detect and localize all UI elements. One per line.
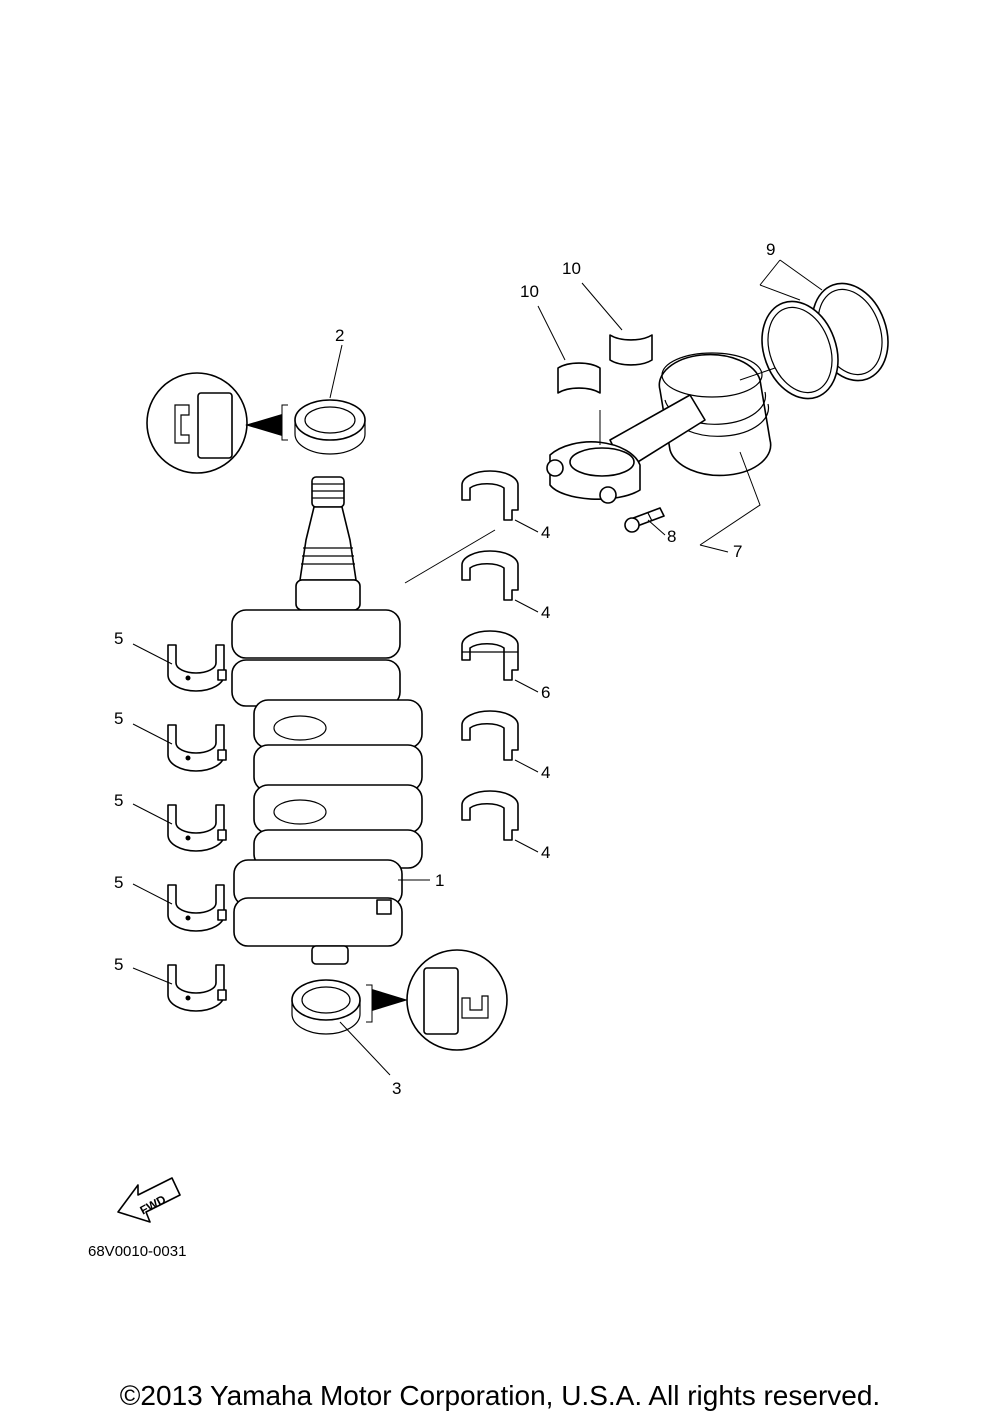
main-bearings-lower [132, 643, 227, 1012]
fwd-arrow-icon: FWD [117, 1177, 181, 1223]
upper-oil-seal [294, 399, 366, 455]
callout-5: 5 [114, 709, 123, 728]
callout-4: 4 [541, 603, 550, 622]
callout-8: 8 [667, 527, 676, 546]
callout-4: 4 [541, 523, 550, 542]
callout-2: 2 [335, 326, 344, 345]
bearing-shell [461, 470, 519, 521]
piston-rings [761, 282, 889, 400]
bearing-shell [461, 710, 519, 761]
bearing-shell [167, 804, 227, 852]
callout-3: 3 [392, 1079, 401, 1098]
lower-oil-seal [291, 979, 361, 1035]
callout-7: 7 [733, 542, 742, 561]
lower-seal-detail-bubble [366, 949, 508, 1051]
rod-bearings [557, 334, 653, 394]
callout-5: 5 [114, 629, 123, 648]
bearing-shell [167, 724, 227, 772]
callout-5: 5 [114, 955, 123, 974]
bearing-shell [167, 964, 227, 1012]
thrust-bearing-shell [461, 630, 519, 681]
bearing-shell [167, 644, 227, 692]
drawing-code: 68V0010-0031 [88, 1243, 186, 1260]
callout-5: 5 [114, 791, 123, 810]
callout-9: 9 [766, 240, 775, 259]
rod-bolt [624, 507, 665, 533]
main-bearings-upper [404, 470, 539, 853]
callout-1: 1 [435, 871, 444, 890]
bearing-shell [461, 550, 519, 601]
copyright-footer: ©2013 Yamaha Motor Corporation, U.S.A. A… [119, 1380, 881, 1411]
callout-4: 4 [541, 843, 550, 862]
callout-6: 6 [541, 683, 550, 702]
upper-seal-detail-bubble [146, 372, 288, 474]
callout-5: 5 [114, 873, 123, 892]
connecting-rod-piston [546, 352, 772, 504]
bearing-shell [167, 884, 227, 932]
callout-10: 10 [520, 282, 539, 301]
bearing-shell [461, 790, 519, 841]
callout-10: 10 [562, 259, 581, 278]
callout-labels: 2 1 3 4 4 6 4 4 5 5 5 5 5 7 8 9 10 10 [114, 240, 775, 1098]
crankshaft [231, 476, 423, 965]
callout-4: 4 [541, 763, 550, 782]
